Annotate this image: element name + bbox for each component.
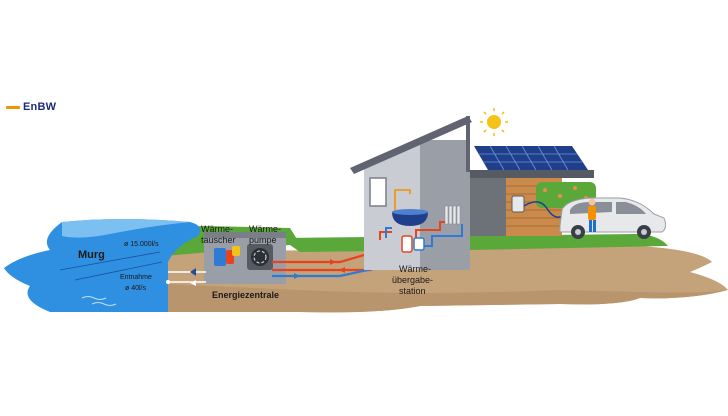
house-window bbox=[369, 177, 387, 207]
withdrawal-value-label: ø 40l/s bbox=[125, 285, 147, 292]
withdrawal-title-label: Entnahme bbox=[120, 274, 152, 281]
transfer-station-label-line1: Wärme- bbox=[399, 264, 431, 274]
logo-text: EnBW bbox=[23, 101, 57, 113]
transfer-station-label-line2: übergabe- bbox=[392, 275, 433, 285]
person-icon bbox=[588, 198, 596, 232]
flow-total-label: ø 15.000l/s bbox=[124, 241, 159, 248]
ground-shade bbox=[165, 284, 728, 313]
river-label: Murg bbox=[78, 249, 105, 261]
solar-panel-icon bbox=[474, 145, 588, 171]
flow-arrows bbox=[294, 259, 345, 279]
water-ripples bbox=[81, 296, 117, 306]
enbw-logo: EnBW bbox=[6, 101, 56, 113]
house-pipes bbox=[379, 221, 463, 247]
heat-pump-icon bbox=[247, 244, 273, 270]
river-highlight bbox=[62, 219, 190, 238]
heat-transfer-station-icon bbox=[401, 235, 425, 253]
heat-exchanger-label-line1: Wärme- bbox=[201, 224, 233, 234]
heat-pump-label-line1: Wärme- bbox=[249, 224, 281, 234]
sun-icon bbox=[480, 108, 508, 136]
river-murg bbox=[4, 219, 201, 312]
outlet-arrows bbox=[190, 268, 196, 286]
wallbox-icon bbox=[511, 195, 567, 218]
river-pipes bbox=[166, 271, 206, 284]
shower-icon bbox=[394, 189, 411, 214]
heat-pump-label-line2: pumpe bbox=[249, 235, 277, 245]
bathtub-icon bbox=[392, 209, 428, 226]
car-icon bbox=[559, 197, 667, 239]
carport-wall bbox=[470, 178, 506, 236]
logo-accent-bar bbox=[6, 105, 20, 109]
radiator-icon bbox=[444, 205, 461, 225]
heat-exchanger-icon bbox=[214, 246, 240, 266]
heat-exchanger-label-line2: tauscher bbox=[201, 235, 236, 245]
energy-center-label: Energiezentrale bbox=[212, 290, 279, 300]
carport-roof bbox=[470, 170, 594, 178]
energy-center-roof bbox=[204, 232, 286, 238]
river-flow-lines bbox=[59, 251, 163, 281]
house-roof bbox=[350, 116, 472, 174]
transfer-station-label-line3: station bbox=[399, 286, 426, 296]
